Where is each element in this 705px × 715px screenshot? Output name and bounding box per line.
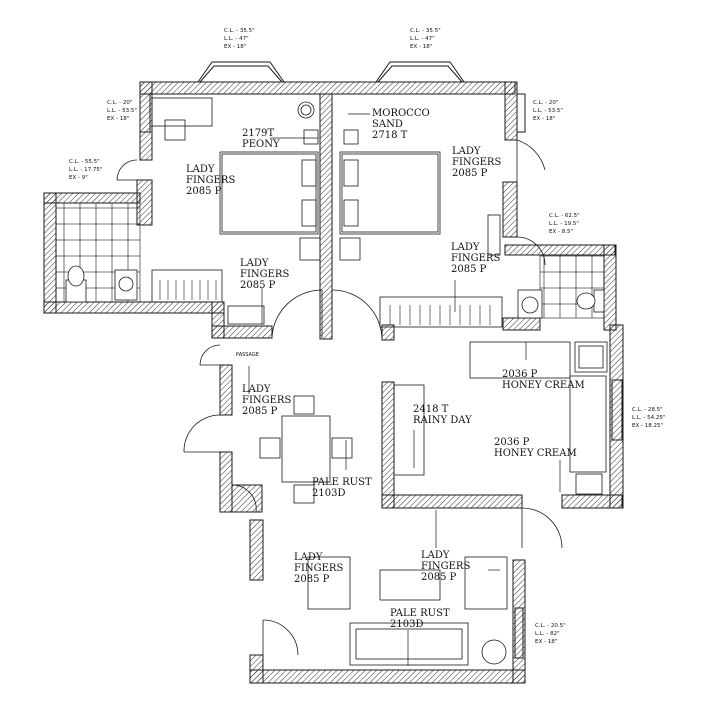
level-note-living-right: C.L. - 28.5"L.L. - 54.25"EX - 18.25" [632,407,666,429]
level-note-living-bottom: C.L. - 20.5"L.L. - 82"EX - 18" [535,623,566,645]
wardrobe-hatch [159,280,491,325]
passage-label: PASSAGE [236,352,259,358]
level-note-bath-right: C.L. - 62.5"L.L. - 19.5"EX - 8.5" [549,213,580,235]
window-bays [139,61,623,659]
leader-lines [248,113,561,666]
level-note-bath-left: C.L. - 55.5"L.L. - 17.75"EX - 9" [69,159,103,181]
level-note-wardrobe-right: C.L. - 20"L.L. - 53.5"EX - 18" [533,100,563,122]
level-note-window-top-right: C.L. - 35.5"L.L. - 47"EX - 18" [410,28,441,50]
doors [116,139,563,656]
level-note-wardrobe-left: C.L. - 20"L.L. - 53.5"EX - 18" [107,100,137,122]
furniture [151,97,608,666]
level-note-window-top-left: C.L. - 35.5"L.L. - 47"EX - 18" [224,28,255,50]
exterior-walls [43,81,624,684]
fixtures [65,101,605,319]
